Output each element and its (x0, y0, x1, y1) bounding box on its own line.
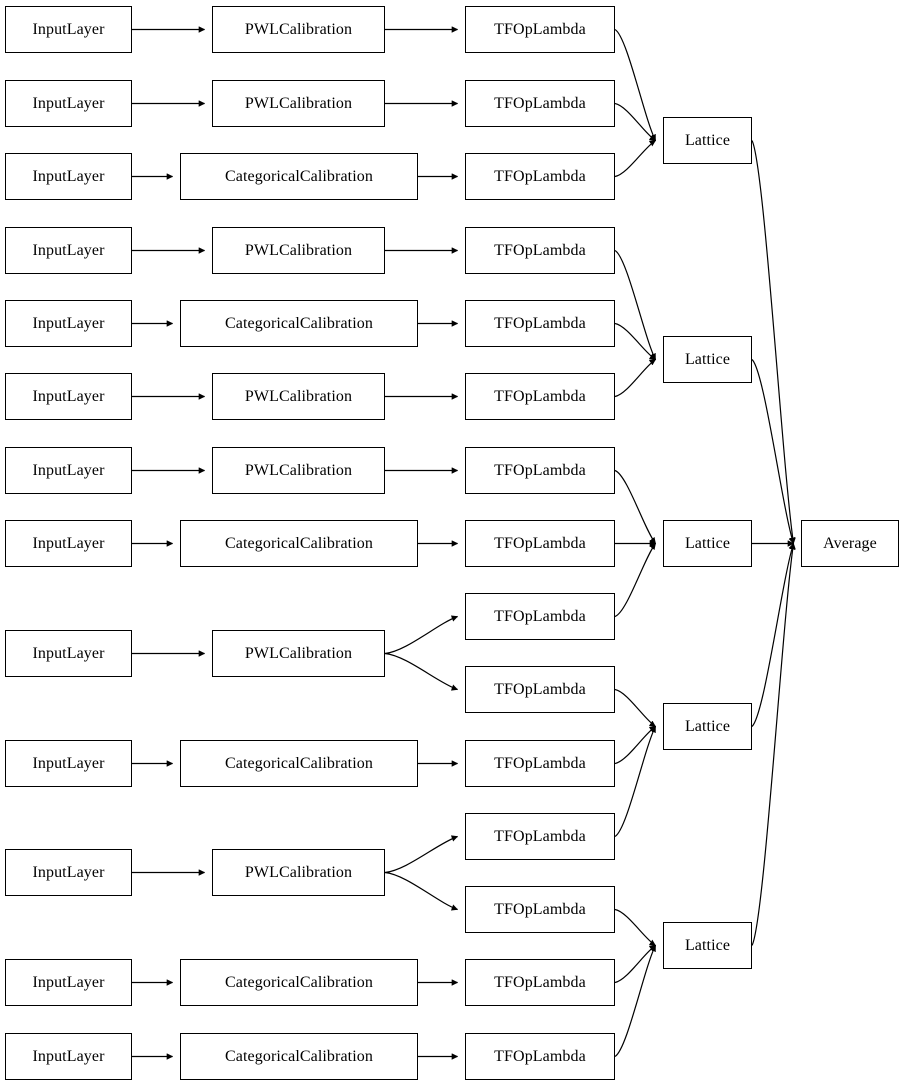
graph-node-in7: InputLayer (5, 447, 132, 494)
graph-edge-op14-to-lat5 (614, 944, 657, 984)
graph-edge-op15-to-lat5 (614, 944, 657, 1058)
graph-edge-op3-to-lat1 (614, 139, 657, 178)
graph-edge-op6-to-lat2 (614, 358, 657, 398)
graph-node-op9: TFOpLambda (465, 593, 615, 640)
graph-node-cal3: CategoricalCalibration (180, 153, 418, 200)
graph-node-op4: TFOpLambda (465, 227, 615, 274)
graph-node-op8: TFOpLambda (465, 520, 615, 567)
graph-node-avg: Average (801, 520, 899, 567)
graph-node-cal8: CategoricalCalibration (180, 520, 418, 567)
graph-node-cal4: PWLCalibration (212, 227, 385, 274)
graph-node-op13: TFOpLambda (465, 886, 615, 933)
graph-edge-op10-to-lat4 (614, 688, 657, 728)
graph-edge-lat4-to-avg (751, 542, 795, 727)
graph-node-op3: TFOpLambda (465, 153, 615, 200)
graph-node-lat4: Lattice (663, 703, 752, 750)
graph-node-in12: InputLayer (5, 959, 132, 1006)
graph-node-op7: TFOpLambda (465, 447, 615, 494)
graph-node-in11: InputLayer (5, 849, 132, 896)
graph-node-op6: TFOpLambda (465, 373, 615, 420)
graph-node-op5: TFOpLambda (465, 300, 615, 347)
graph-edge-op13-to-lat5 (614, 908, 657, 947)
graph-edge-cal9-to-op10 (384, 652, 459, 691)
graph-node-op14: TFOpLambda (465, 959, 615, 1006)
graph-edge-op11-to-lat4 (614, 725, 657, 765)
graph-edge-op12-to-lat4 (614, 725, 657, 838)
graph-edge-op1-to-lat1 (614, 28, 657, 142)
graph-node-in4: InputLayer (5, 227, 132, 274)
graph-node-cal9: PWLCalibration (212, 630, 385, 677)
graph-node-op1: TFOpLambda (465, 6, 615, 53)
graph-node-in3: InputLayer (5, 153, 132, 200)
graph-edge-lat1-to-avg (751, 140, 796, 545)
graph-node-op11: TFOpLambda (465, 740, 615, 787)
graph-edge-cal9-to-op9 (384, 615, 459, 655)
graph-node-in13: InputLayer (5, 1033, 132, 1080)
graph-edge-op7-to-lat3 (614, 469, 656, 545)
graph-node-in6: InputLayer (5, 373, 132, 420)
graph-node-op2: TFOpLambda (465, 80, 615, 127)
graph-edge-lat2-to-avg (751, 359, 795, 545)
graph-node-op15: TFOpLambda (465, 1033, 615, 1080)
graph-node-lat3: Lattice (663, 520, 752, 567)
graph-node-cal11: PWLCalibration (212, 849, 385, 896)
graph-node-cal1: PWLCalibration (212, 6, 385, 53)
graph-node-cal12: CategoricalCalibration (180, 959, 418, 1006)
graph-node-cal13: CategoricalCalibration (180, 1033, 418, 1080)
graph-edge-op2-to-lat1 (614, 102, 657, 142)
graph-node-lat5: Lattice (663, 922, 752, 969)
graph-node-lat1: Lattice (663, 117, 752, 164)
graph-node-cal10: CategoricalCalibration (180, 740, 418, 787)
graph-node-in2: InputLayer (5, 80, 132, 127)
graph-edge-op9-to-lat3 (614, 542, 656, 618)
graph-node-lat2: Lattice (663, 336, 752, 383)
graph-node-cal6: PWLCalibration (212, 373, 385, 420)
graph-edge-op5-to-lat2 (614, 322, 657, 361)
graph-node-in8: InputLayer (5, 520, 132, 567)
graph-node-op10: TFOpLambda (465, 666, 615, 713)
graph-node-cal5: CategoricalCalibration (180, 300, 418, 347)
graph-node-cal2: PWLCalibration (212, 80, 385, 127)
graph-node-in5: InputLayer (5, 300, 132, 347)
graph-node-in10: InputLayer (5, 740, 132, 787)
graph-node-cal7: PWLCalibration (212, 447, 385, 494)
graph-edge-cal11-to-op13 (384, 871, 459, 911)
graph-node-op12: TFOpLambda (465, 813, 615, 860)
graph-node-in9: InputLayer (5, 630, 132, 677)
graph-edge-op4-to-lat2 (614, 249, 657, 361)
graph-node-in1: InputLayer (5, 6, 132, 53)
graph-edge-cal11-to-op12 (384, 835, 459, 874)
graph-edge-lat5-to-avg (751, 542, 796, 946)
